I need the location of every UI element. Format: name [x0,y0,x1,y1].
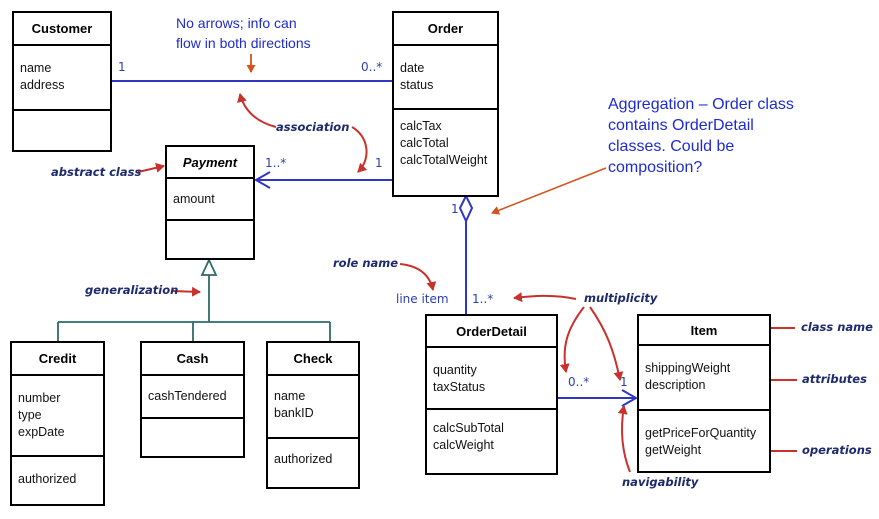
class-credit[interactable]: Credit number type expDate authorized [10,341,105,506]
annotation-attributes: attributes [802,372,867,386]
attribute: date [400,61,425,75]
attribute: name [20,61,52,75]
mult-detail-item-left: 0..* [568,375,590,389]
note-aggregation: Aggregation – Order class contains Order… [608,94,794,178]
arrow-multiplicity-2 [559,306,585,373]
attributes-section: amount [167,179,253,221]
role-name-label: line item [396,292,449,306]
class-name: Order [394,13,497,46]
class-name: Credit [12,343,103,376]
attribute: number [18,391,61,405]
attribute: cashTendered [148,389,227,403]
attribute: description [645,378,706,392]
class-name: Payment [167,147,253,179]
operation: calcTotalWeight [400,153,488,167]
attribute: type [18,408,42,422]
annotation-role-name: role name [333,256,399,270]
attribute: bankID [274,406,314,420]
attributes-section: quantity taxStatus [427,348,556,410]
arrow-association-down [351,126,368,173]
mult-payment-order-left: 1..* [265,156,287,170]
attribute: shippingWeight [645,361,731,375]
aggregation-diamond [458,193,474,224]
operations-section [167,221,253,258]
operation: calcSubTotal [433,421,504,435]
attribute: expDate [18,425,65,439]
annotation-class-name: class name [801,320,873,334]
attributes-section: date status [394,46,497,110]
attribute: address [20,78,65,92]
navigability-arrowhead [621,389,639,407]
note-line: composition? [608,159,703,176]
class-order[interactable]: Order date status calcTax calcTotal calc… [392,11,499,197]
note-line: Aggregation – Order class [608,96,794,113]
arrow-multiplicity-3 [589,306,624,381]
arrow-generalization [171,286,201,297]
arrow-navigability [617,405,631,473]
operation: getPriceForQuantity [645,426,757,440]
annotation-navigability: navigability [622,475,699,489]
note-line: No arrows; info can [176,15,297,31]
arrow-association-up [237,93,277,128]
annotation-operations: operations [802,443,872,457]
attribute: name [274,389,306,403]
annotation-multiplicity: multiplicity [584,291,658,305]
operations-section: calcTax calcTotal calcTotalWeight [394,110,497,195]
arrow-role-name [399,263,437,291]
attributes-section: shippingWeight description [639,346,769,411]
generalization-triangle [200,257,218,276]
class-orderdetail[interactable]: OrderDetail quantity taxStatus calcSubTo… [425,314,558,475]
attributes-section: name address [14,46,110,111]
arrow-abstract-class [137,162,165,173]
operations-section: authorized [12,457,103,504]
class-name: Customer [14,13,110,46]
operation: calcWeight [433,438,494,452]
operations-section: getPriceForQuantity getWeight [639,411,769,471]
attribute: status [400,78,434,92]
note-no-arrows: No arrows; info can flow in both directi… [176,13,311,53]
attributes-section: cashTendered [142,376,243,419]
attributes-section: number type expDate [12,376,103,457]
note-line: contains OrderDetail [608,117,754,134]
class-name: OrderDetail [427,316,556,348]
class-name: Cash [142,343,243,376]
class-payment[interactable]: Payment amount [165,145,255,260]
attributes-section: name bankID [268,376,358,439]
operations-section [142,419,243,456]
attribute: taxStatus [433,380,486,394]
mult-payment-order-right: 1 [375,156,383,170]
operations-section: calcSubTotal calcWeight [427,410,556,473]
operation: authorized [18,472,77,486]
mult-order-detail-bottom: 1..* [472,292,494,306]
class-name: Item [639,316,769,346]
class-check[interactable]: Check name bankID authorized [266,341,360,489]
operation: getWeight [645,443,702,457]
class-customer[interactable]: Customer name address [12,11,112,152]
operation: authorized [274,452,333,466]
operations-section: authorized [268,439,358,487]
arrow-aggregation-note [491,167,607,215]
attribute: quantity [433,363,477,377]
operations-section [14,111,110,150]
class-name: Check [268,343,358,376]
mult-customer-order-right: 0..* [361,60,383,74]
note-line: flow in both directions [176,35,311,51]
arrow-multiplicity-1 [513,292,577,303]
mult-order-detail-top: 1 [451,202,459,216]
mult-customer-order-left: 1 [118,60,126,74]
annotation-generalization: generalization [85,283,179,297]
mult-detail-item-right: 1 [620,375,628,389]
operation: calcTax [400,119,442,133]
annotation-association: association [276,120,350,134]
annotation-abstract-class: abstract class [51,165,142,179]
class-item[interactable]: Item shippingWeight description getPrice… [637,314,771,473]
attribute: amount [173,192,215,206]
class-cash[interactable]: Cash cashTendered [140,341,245,458]
operation: calcTotal [400,136,449,150]
note-line: classes. Could be [608,138,735,155]
payment-open-arrowhead [253,171,271,189]
